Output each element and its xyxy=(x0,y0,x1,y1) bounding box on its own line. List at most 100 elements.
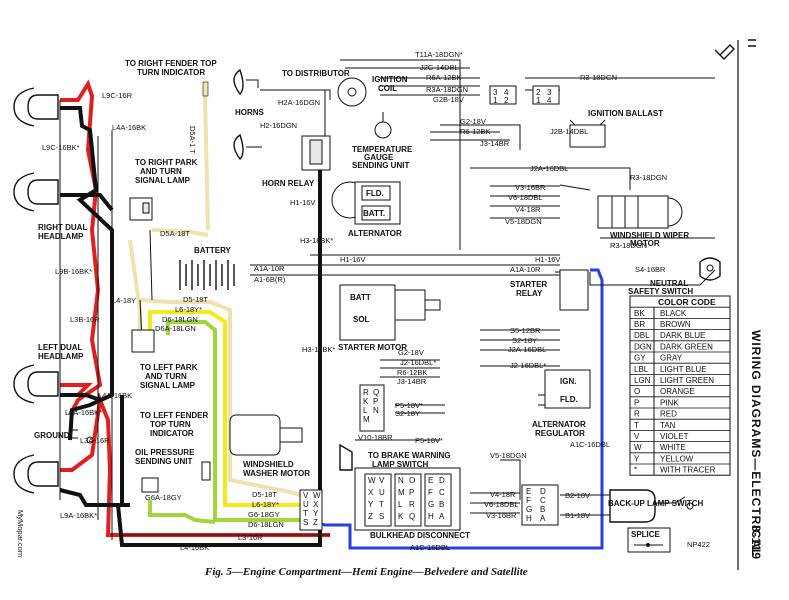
wires-w48-label: J2-16DBL* xyxy=(510,361,546,370)
connector-c1-cell: 3 xyxy=(493,88,498,97)
splice-label: SPLICE xyxy=(631,530,661,539)
connector-c3-cell: P xyxy=(373,397,378,406)
right-fender-indicator xyxy=(202,81,209,97)
wires-w71-label: A1C-16DBL xyxy=(410,543,450,552)
starter-relay xyxy=(559,269,589,311)
neutral-safety-switch xyxy=(699,257,721,281)
wires-w55-label: V10-18BR xyxy=(358,433,393,442)
wires-w45-label: S5-12BR xyxy=(510,326,541,335)
wires-w61-label: L6-18Y* xyxy=(252,500,279,509)
components-ground-label: GROUND xyxy=(34,431,70,440)
connector-c5-cell: G xyxy=(526,505,532,514)
ignition-ballast xyxy=(569,119,606,148)
bulkhead-right-cell: D xyxy=(439,476,445,485)
left-park-lamp xyxy=(131,329,155,353)
bulkhead-right-cell: E xyxy=(428,476,433,485)
wires-w50-label: J2-16DBL* xyxy=(400,358,436,367)
wires-w9-label: L9A-16BK* xyxy=(60,511,97,520)
wires-w62-label: G6-18GY xyxy=(248,510,280,519)
connector-c4-cell: X xyxy=(313,500,319,509)
oil-pressure-sender xyxy=(141,477,159,493)
components-horns-label: HORNS xyxy=(235,108,265,117)
ground-symbol xyxy=(70,429,94,444)
components-right-dual-2-label: HEADLAMP xyxy=(38,232,84,241)
components-backup-label: BACK-UP LAMP SWITCH xyxy=(608,499,703,508)
bulkhead-mid-cell: M xyxy=(398,488,405,497)
wires-w40-label: V5-18DGN xyxy=(505,217,542,226)
components-ignition-coil-1-label: IGNITION xyxy=(372,75,408,84)
wires-w44-label: S4-16BR xyxy=(635,265,666,274)
components-to-left-fender-2-label: TOP TURN xyxy=(150,420,191,429)
components-oil-pressure-2-label: SENDING UNIT xyxy=(135,457,192,466)
bulkhead-mid-cell: K xyxy=(398,512,404,521)
color-code-abbr: V xyxy=(634,432,640,441)
components-ignition-coil-2-label: COIL xyxy=(378,84,397,93)
wires-w35-label: J2A-16DBL xyxy=(530,164,568,173)
wires-w30-label: R3-18DGN xyxy=(580,73,617,82)
blue-trace xyxy=(309,268,604,550)
connector-c1-cell: 1 xyxy=(493,96,498,105)
connector-c5-cell: A xyxy=(540,514,546,523)
wires-w36-label: R3-18DGN xyxy=(630,173,667,182)
components-ign-label: IGN. xyxy=(560,377,576,386)
color-code-name: BROWN xyxy=(660,320,691,329)
connector-c5-cell: C xyxy=(540,496,546,505)
bulkhead-mid-cell: P xyxy=(409,488,414,497)
connector-c3 xyxy=(359,384,385,432)
color-code-abbr: DBL xyxy=(634,331,650,340)
bulkhead-left-cell: Z xyxy=(368,512,373,521)
wires-w5-label: L3B-16R xyxy=(70,315,100,324)
components-fld-reg-label: FLD. xyxy=(560,395,578,404)
components-to-right-park-1-label: TO RIGHT PARK xyxy=(135,158,198,167)
page-mark xyxy=(748,39,756,47)
wires-w19-label: H1-16V xyxy=(290,198,315,207)
wires-w58-label: A1C-16DBL xyxy=(570,440,610,449)
components-washer-1-label: WINDSHIELD xyxy=(243,460,294,469)
wires-w68-label: V3-16BR xyxy=(486,511,517,520)
alternator xyxy=(331,181,401,225)
connector-c5-cell: F xyxy=(526,496,531,505)
connector-c5-cell: E xyxy=(526,487,531,496)
coil-connector-1 xyxy=(489,85,517,105)
wires-w39-label: V4-18R xyxy=(515,205,541,214)
battery xyxy=(179,260,235,290)
connector-c3-cell: Q xyxy=(373,388,379,397)
connector-c4-cell: Y xyxy=(313,509,319,518)
wires-w23-label: H1-16V xyxy=(340,255,365,264)
components-battery-label: BATTERY xyxy=(194,246,232,255)
wires-w18-label: H2-16DGN xyxy=(260,121,297,130)
plug-icon xyxy=(714,44,735,60)
color-code-name: YELLOW xyxy=(660,454,694,463)
components-temp-gauge-3-label: SENDING UNIT xyxy=(352,161,409,170)
wires-w26-label: J2C-14DBL xyxy=(420,63,459,72)
horns xyxy=(233,68,262,161)
color-code-name: RED xyxy=(660,410,677,419)
wires-w41-label: R3-18DGN xyxy=(610,241,647,250)
components-left-dual-1-label: LEFT DUAL xyxy=(38,343,83,352)
wires-w51-label: R6-12BK xyxy=(397,368,427,377)
components-neutral-2-label: SAFETY SWITCH xyxy=(628,287,693,296)
wires-w14-label: L6-18Y* xyxy=(175,305,202,314)
wiper-motor xyxy=(597,195,683,229)
components-bulkhead-label: BULKHEAD DISCONNECT xyxy=(370,531,470,540)
components-oil-pressure-1-label: OIL PRESSURE xyxy=(135,448,195,457)
wires-w59-label: G6A-18GY xyxy=(145,493,182,502)
components-neutral-1-label: NEUTRAL xyxy=(650,279,688,288)
connector-c5-cell: B xyxy=(540,505,545,514)
components-to-right-fender-label: TO RIGHT FENDER TOP xyxy=(125,59,217,68)
wires-w10-label: D5A-1 T xyxy=(188,126,197,154)
bulkhead-mid-cell: R xyxy=(409,500,415,509)
right-dual-headlamp xyxy=(13,87,59,212)
side-title: WIRING DIAGRAMS—ELECTRICAL xyxy=(749,330,763,557)
components-starter-motor-label: STARTER MOTOR xyxy=(338,343,407,352)
wires-w32-label: R6-12BK xyxy=(460,127,490,136)
bulkhead-disconnect xyxy=(354,467,461,531)
connector-c4-cell: Z xyxy=(313,518,318,527)
components-washer-2-label: WASHER MOTOR xyxy=(243,469,310,478)
wires-w16-label: D6A-18LGN xyxy=(155,324,196,333)
color-code-abbr: GY xyxy=(634,354,646,363)
color-code-abbr: LBL xyxy=(634,365,649,374)
bulkhead-right-cell: H xyxy=(428,512,434,521)
color-code-abbr: R xyxy=(634,410,640,419)
wires-w64-label: L3-16R xyxy=(238,533,263,542)
